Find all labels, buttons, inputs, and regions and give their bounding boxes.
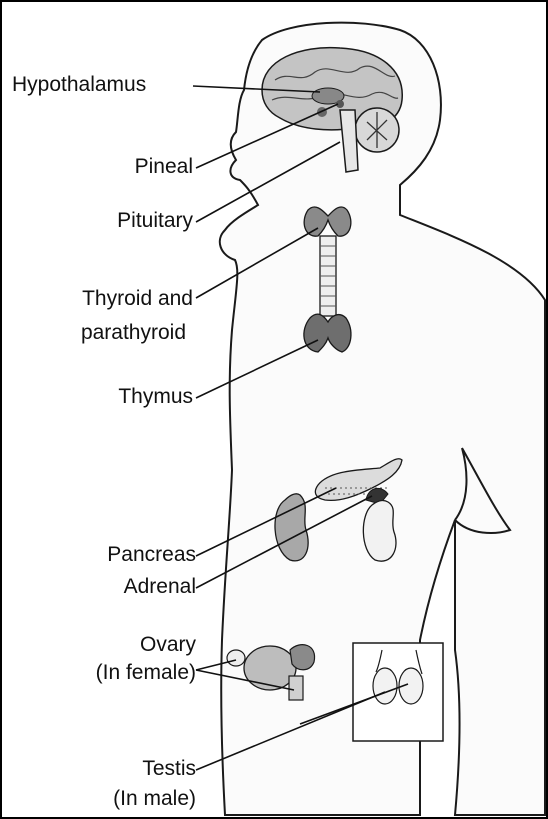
cervix-organ <box>289 676 303 700</box>
label-pituitary: Pituitary <box>117 208 193 234</box>
label-pancreas: Pancreas <box>107 542 196 568</box>
label-ovary-line1: Ovary <box>140 632 196 658</box>
label-thyroid-line1: Thyroid and <box>82 286 193 312</box>
label-thymus: Thymus <box>118 384 193 410</box>
label-hypothalamus: Hypothalamus <box>12 72 146 98</box>
ovary-left-organ <box>227 650 245 666</box>
label-testis-line2: (In male) <box>113 786 196 812</box>
male-inset-box <box>353 643 443 741</box>
label-pineal: Pineal <box>135 154 193 180</box>
label-adrenal: Adrenal <box>124 574 196 600</box>
kidney-right-organ <box>363 501 396 562</box>
label-thyroid-line2: parathyroid <box>81 320 186 346</box>
testis-left-organ <box>373 668 397 704</box>
label-ovary-line2: (In female) <box>96 660 196 686</box>
uterus-organ <box>244 646 296 690</box>
label-testis-line1: Testis <box>142 756 196 782</box>
ovary-right-organ <box>290 645 315 670</box>
